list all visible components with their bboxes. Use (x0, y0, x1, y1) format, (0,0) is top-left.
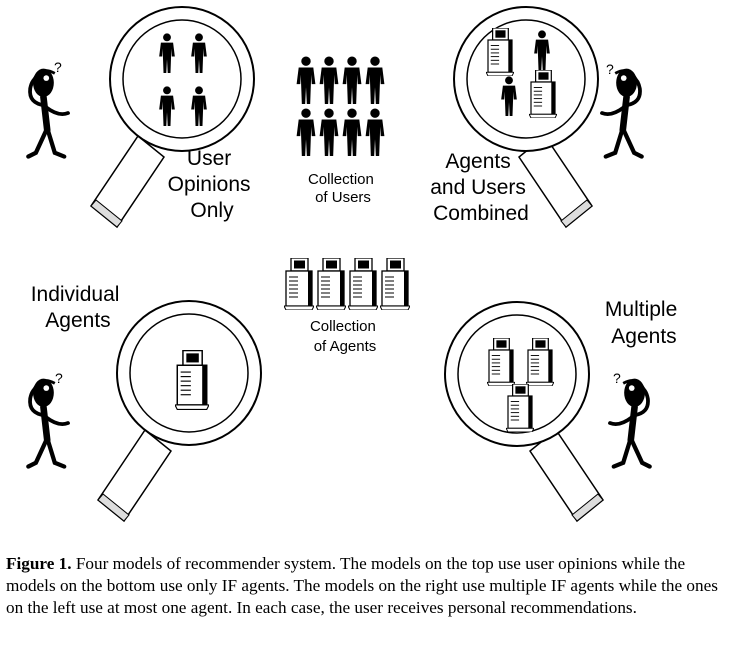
agent-icon (348, 258, 378, 310)
collection-of-users-group (296, 56, 385, 156)
thinking-user-figure (602, 69, 642, 157)
caption-text: Four models of recommender system. The m… (6, 554, 718, 617)
user-icon (342, 56, 362, 104)
caption-figure-number: Figure 1. (6, 554, 72, 573)
user-icon (296, 108, 316, 156)
question-mark: ? (606, 61, 614, 77)
question-mark: ? (54, 59, 62, 75)
label-collection-of-users: Collection of Users (308, 171, 378, 206)
label-multiple-agents: Multiple Agents (605, 298, 683, 348)
magnifier-user-opinions (89, 6, 255, 229)
user-icon (296, 56, 316, 104)
label-user-opinions-only: User Opinions Only (168, 147, 257, 222)
agent-icon (284, 258, 314, 310)
collection-of-agents-group (284, 258, 410, 310)
user-icon (342, 108, 362, 156)
user-icon (365, 56, 385, 104)
thinking-user-figure (610, 379, 650, 467)
user-icon (365, 108, 385, 156)
user-icon (319, 108, 339, 156)
magnifier-individual-agents (96, 300, 262, 523)
question-mark: ? (55, 370, 63, 386)
user-icon (319, 56, 339, 104)
question-mark: ? (613, 370, 621, 386)
agent-icon (316, 258, 346, 310)
label-individual-agents: Individual Agents (31, 283, 126, 332)
magnifier-agents-and-users (453, 6, 599, 229)
agent-icon (380, 258, 410, 310)
label-agents-and-users-combined: Agents and Users Combined (430, 150, 532, 225)
label-collection-of-agents: Collection of Agents (310, 318, 380, 355)
figure-caption: Figure 1. Four models of recommender sys… (6, 553, 728, 619)
thinking-user-figure (28, 69, 68, 157)
magnifier-multiple-agents (444, 301, 605, 523)
thinking-user-figure (28, 379, 68, 467)
recommender-models-diagram: ? User Opinions Only Collection of Users… (0, 6, 683, 523)
